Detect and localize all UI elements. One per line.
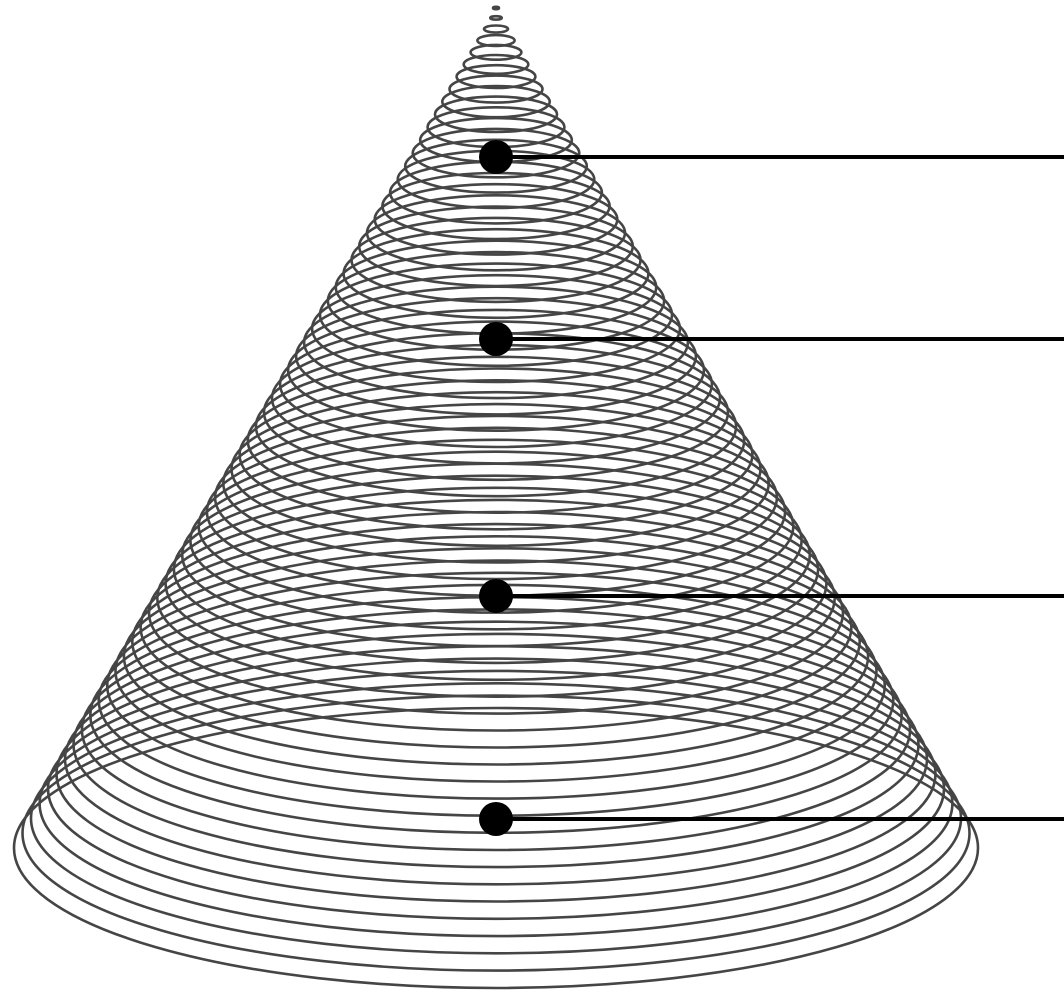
cone-ring [455,63,537,90]
cone-ring [482,24,510,34]
cone-ring [105,571,887,800]
cone-ring [433,95,559,134]
pointer-group [479,140,1064,836]
pointer-1 [479,140,1064,174]
cone-ring [462,53,530,76]
cone-ring [130,535,862,749]
cone-ring [302,285,690,400]
cone-ring [491,5,501,11]
cone-ring [164,486,828,682]
pointer-4 [479,802,1064,836]
cone-ring [122,547,870,766]
cone-ring [180,462,812,648]
cone-ring [286,308,706,432]
pointer-3 [479,579,1064,613]
cone-ring [469,43,523,61]
marker-dot-3 [479,579,513,613]
cone-ring [488,14,503,21]
cone-ring [448,74,544,104]
cone-ring [254,355,738,498]
marker-dot-1 [479,140,513,174]
marker-dot-4 [479,802,513,836]
cone-ring [139,522,853,732]
cone-ring [114,559,878,783]
cone-ring [411,127,581,179]
cone-ring [278,320,714,449]
cone-ring [21,694,971,972]
cone-ring [294,296,698,416]
pointer-2 [479,322,1064,356]
cone-ring [310,273,682,384]
cone-ring [147,510,845,715]
cone-ring [12,706,980,990]
marker-dot-2 [479,322,513,356]
cone-ring [403,138,589,194]
